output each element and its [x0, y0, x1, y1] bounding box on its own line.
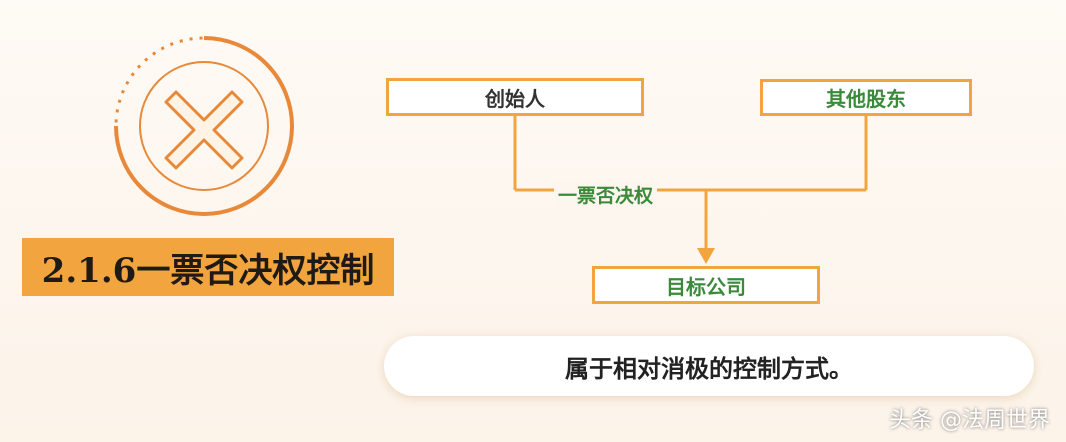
node-target-company-label: 目标公司	[666, 274, 746, 299]
node-founder-label: 创始人	[485, 86, 545, 111]
watermark-text: 头条 @法周世界	[889, 408, 1050, 433]
node-founder: 创始人	[386, 78, 644, 116]
caption-text: 属于相对消极的控制方式。	[565, 353, 853, 383]
section-title-text: 2.1.6一票否决权控制	[41, 250, 375, 291]
veto-label-text: 一票否决权	[558, 184, 654, 207]
inner-ring	[139, 61, 269, 191]
arrow-down-icon	[697, 248, 715, 264]
section-title: 2.1.6一票否决权控制	[22, 238, 394, 296]
node-other-shareholders: 其他股东	[760, 79, 972, 116]
cross-circle-icon	[108, 30, 300, 222]
watermark: 头条 @法周世界	[889, 402, 1050, 434]
node-other-shareholders-label: 其他股东	[826, 87, 906, 111]
caption-box: 属于相对消极的控制方式。	[384, 336, 1034, 396]
node-target-company: 目标公司	[592, 266, 820, 304]
veto-label: 一票否决权	[554, 181, 658, 207]
cross-icon	[164, 90, 244, 170]
outer-ring	[114, 36, 294, 216]
